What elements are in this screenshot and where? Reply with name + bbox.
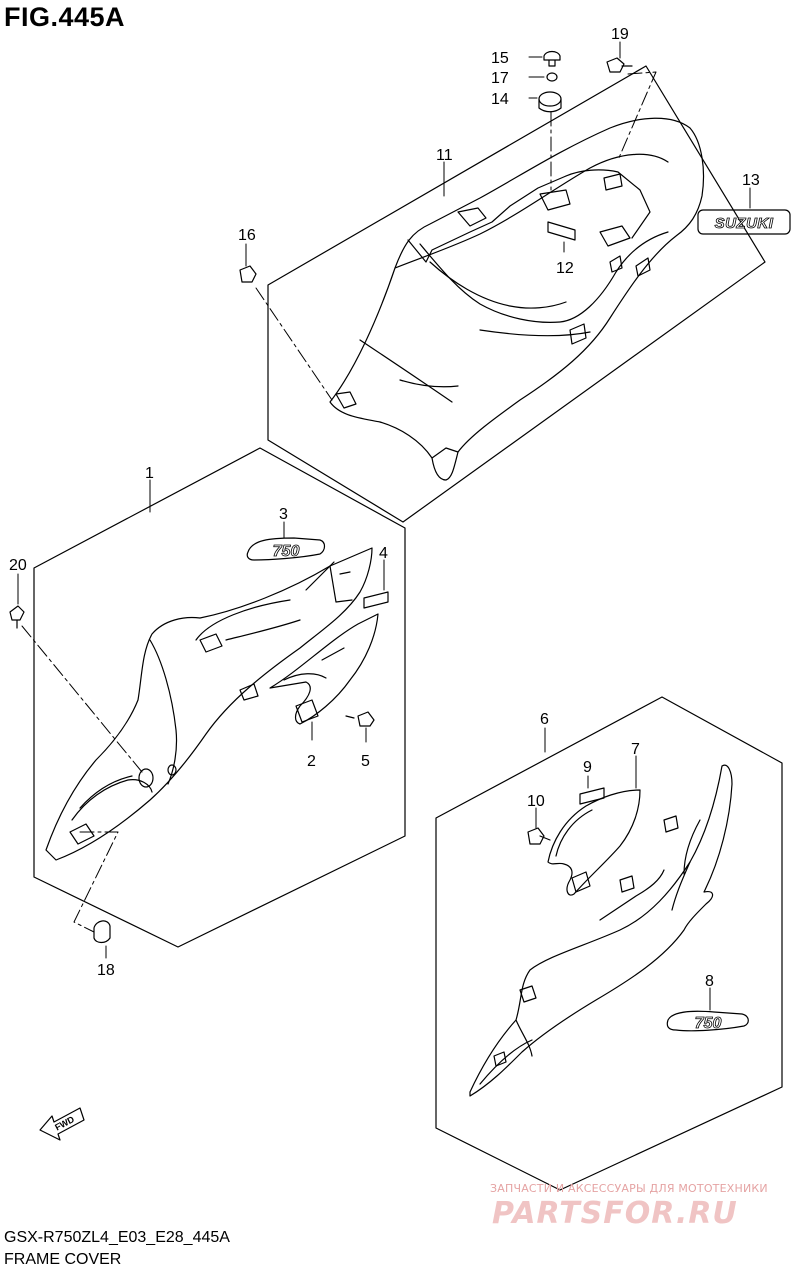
callout-6: 6 (540, 711, 549, 728)
part-3-decal (246, 537, 326, 561)
callout-16: 16 (238, 227, 256, 244)
part-2-inner-cover (269, 613, 379, 725)
model-code: GSX-R750ZL4_E03_E28_445A (4, 1229, 230, 1246)
callout-8: 8 (705, 973, 714, 990)
section-name: FRAME COVER (4, 1251, 122, 1268)
model-decal-right-text: 750 (695, 1015, 722, 1032)
part-10-screw (527, 827, 551, 845)
figure-title: FIG.445A (4, 2, 126, 32)
part-4-label (363, 591, 389, 609)
callout-12: 12 (556, 260, 574, 277)
callout-4: 4 (379, 545, 388, 562)
callout-10: 10 (527, 793, 545, 810)
group-box-left-frame-cover (33, 447, 406, 948)
group-box-seat-tail (267, 65, 766, 523)
part-20-screw (9, 605, 25, 629)
callout-14: 14 (491, 91, 509, 108)
leader-lines (17, 41, 751, 1011)
callout-19: 19 (611, 26, 629, 43)
part-8-decal (666, 1010, 749, 1032)
part-9-label (579, 787, 605, 805)
callout-3: 3 (279, 506, 288, 523)
part-15-screw (543, 50, 561, 67)
callout-18: 18 (97, 962, 115, 979)
watermark-tagline: ЗАПЧАСТИ И АКСЕССУАРЫ ДЛЯ МОТОТЕХНИКИ (490, 1182, 768, 1195)
callout-13: 13 (742, 172, 760, 189)
part-14-cushion (538, 91, 562, 107)
seat-tail-cover (329, 117, 705, 481)
part-7-inner-cover (547, 789, 641, 896)
callout-2: 2 (307, 753, 316, 770)
callout-20: 20 (9, 557, 27, 574)
callout-9: 9 (583, 759, 592, 776)
callout-15: 15 (491, 50, 509, 67)
alignment-lines (21, 71, 657, 933)
part-19-bolt (606, 57, 633, 73)
callout-5: 5 (361, 753, 370, 770)
part-12-label (547, 221, 576, 241)
left-frame-cover (45, 547, 373, 861)
forward-direction-arrow (39, 1107, 85, 1141)
group-box-right-frame-cover (435, 696, 783, 1191)
part-5-screw (345, 711, 375, 727)
callout-labels: 15 17 14 19 11 13 12 16 1 3 4 20 2 5 6 7… (9, 26, 760, 990)
part-18-grommet (93, 920, 111, 944)
part-16-bolt (239, 265, 257, 283)
callout-1: 1 (145, 465, 154, 482)
suzuki-decal-text: SUZUKI (715, 215, 774, 232)
callout-17: 17 (491, 70, 509, 87)
right-frame-cover (469, 764, 733, 1097)
part-13-emblem (697, 209, 791, 235)
callout-7: 7 (631, 741, 640, 758)
callout-11: 11 (436, 147, 453, 164)
part-17-washer (546, 72, 558, 82)
model-decal-left-text: 750 (273, 543, 300, 560)
watermark-logo: PARTSFOR.RU (492, 1196, 738, 1231)
